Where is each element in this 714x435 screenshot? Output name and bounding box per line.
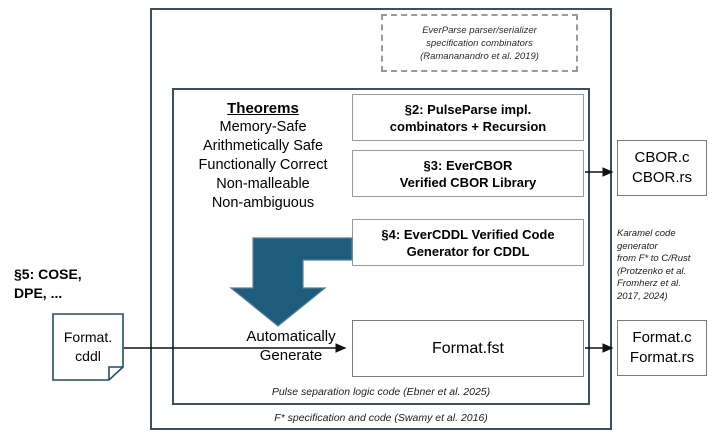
section4-line2: Generator for CDDL — [406, 243, 530, 259]
format-cddl-line2: cddl — [75, 348, 101, 364]
karamel-line5: Fromherz et al. — [617, 278, 681, 289]
karamel-line6: 2017, 2024) — [617, 290, 668, 302]
format-fst-label: Format.fst — [431, 339, 504, 357]
format-fst-box: Format.fst — [352, 320, 584, 377]
section4-line1: §4: EverCDDL Verified Code — [381, 226, 555, 242]
cose-line1: §5: COSE, — [14, 266, 82, 282]
everparse-line1: EverParse parser/serializer — [422, 24, 537, 36]
automatically-generate-label: Automatically Generate — [236, 327, 346, 365]
theorem-item-2: Functionally Correct — [198, 157, 328, 173]
fstar-caption: F* specification and code (Swamy et al. … — [274, 412, 488, 424]
theorems-block: Theorems Memory-Safe Arithmetically Safe… — [178, 100, 348, 213]
cbor-output-box: CBOR.c CBOR.rs — [617, 140, 707, 196]
cbor-rs-label: CBOR.rs — [632, 169, 692, 186]
section-box-evercddl: §4: EverCDDL Verified Code Generator for… — [352, 219, 584, 266]
section-box-pulseparse: §2: PulseParse impl. combinators + Recur… — [352, 94, 584, 141]
karamel-line4: (Protzenko et al. — [617, 265, 687, 277]
autogen-line1: Automatically — [246, 328, 336, 345]
section-box-evercbor: §3: EverCBOR Verified CBOR Library — [352, 150, 584, 197]
everparse-dashed-box: EverParse parser/serializer specificatio… — [381, 14, 578, 72]
karamel-note: Karamel code generator from F* to C/Rust… — [617, 228, 713, 303]
document-shape-icon — [52, 313, 124, 381]
format-c-label: Format.c — [632, 329, 692, 346]
section2-line1: §2: PulseParse impl. — [404, 101, 532, 117]
format-rs-label: Format.rs — [629, 349, 695, 366]
theorem-item-4: Non-ambiguous — [211, 195, 315, 211]
cose-dpe-label: §5: COSE, DPE, ... — [14, 265, 134, 303]
theorem-item-0: Memory-Safe — [219, 119, 307, 135]
section3-line1: §3: EverCBOR — [423, 157, 513, 173]
section2-line2: combinators + Recursion — [389, 118, 547, 134]
format-cddl-document: Format. cddl — [52, 313, 124, 381]
pulse-caption: Pulse separation logic code (Ebner et al… — [271, 386, 491, 398]
format-output-box: Format.c Format.rs — [617, 320, 707, 376]
everparse-line3: (Ramananandro et al. 2019) — [420, 50, 539, 62]
section3-line2: Verified CBOR Library — [399, 174, 537, 190]
format-cddl-line1: Format. — [63, 329, 113, 345]
karamel-line3: from F* to C/Rust — [617, 253, 691, 264]
theorem-item-1: Arithmetically Safe — [202, 138, 324, 154]
theorem-item-3: Non-malleable — [216, 176, 310, 192]
cose-line2: DPE, ... — [14, 285, 63, 301]
theorems-title: Theorems — [227, 100, 299, 117]
cbor-c-label: CBOR.c — [634, 149, 690, 166]
karamel-line2: generator — [617, 240, 658, 252]
everparse-line2: specification combinators — [426, 37, 533, 49]
autogen-line2: Generate — [259, 347, 323, 364]
karamel-line1: Karamel code — [617, 228, 676, 239]
